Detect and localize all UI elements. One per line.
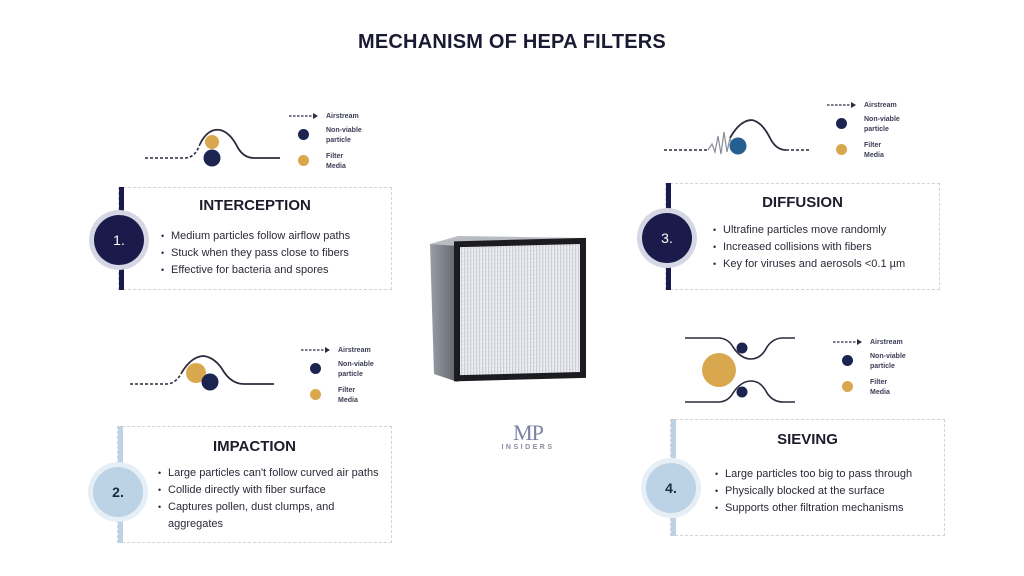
particle-dot-icon	[310, 363, 321, 374]
airstream-arrow-icon	[827, 102, 856, 108]
bullet-list: Large particles can't follow curved air …	[158, 465, 379, 533]
media-dot-icon	[836, 144, 847, 155]
logo-mark: MP	[513, 420, 544, 445]
particle-dot-icon	[842, 355, 853, 366]
media-dot-icon	[842, 381, 853, 392]
sieving-card: SIEVING Large particles too big to pass …	[670, 419, 945, 536]
mp-insiders-logo: MP INSIDERS	[488, 420, 568, 462]
media-dot-icon	[298, 155, 309, 166]
impaction-card: IMPACTION Large particles can't follow c…	[117, 426, 392, 543]
bullet-list: Ultrafine particles move randomly Increa…	[713, 222, 905, 273]
airstream-arrow-icon	[833, 339, 862, 345]
media-dot-icon	[310, 389, 321, 400]
page-title: MECHANISM OF HEPA FILTERS	[358, 31, 666, 53]
hepa-filter-image	[430, 236, 586, 382]
particle-dot-icon	[298, 129, 309, 140]
particle-dot-icon	[836, 118, 847, 129]
card-title: SIEVING	[777, 431, 838, 448]
step-number-2: 2.	[93, 467, 143, 517]
step-number-3: 3.	[642, 213, 692, 263]
impaction-diagram	[130, 355, 274, 391]
sieving-diagram	[685, 337, 795, 403]
diffusion-diagram	[664, 119, 810, 155]
interception-diagram	[145, 128, 280, 167]
bullet-list: Large particles too big to pass through …	[715, 466, 912, 517]
card-title: INTERCEPTION	[199, 197, 311, 214]
diffusion-card: DIFFUSION Ultrafine particles move rando…	[665, 183, 940, 290]
airstream-arrow-icon	[301, 347, 330, 353]
airstream-arrow-icon	[289, 113, 318, 119]
bullet-list: Medium particles follow airflow paths St…	[161, 228, 350, 279]
interception-card: INTERCEPTION Medium particles follow air…	[118, 187, 392, 290]
step-number-4: 4.	[646, 463, 696, 513]
card-title: IMPACTION	[212, 438, 297, 455]
logo-text: INSIDERS	[501, 444, 555, 451]
step-number-1: 1.	[94, 215, 144, 265]
card-title: DIFFUSION	[762, 194, 843, 211]
